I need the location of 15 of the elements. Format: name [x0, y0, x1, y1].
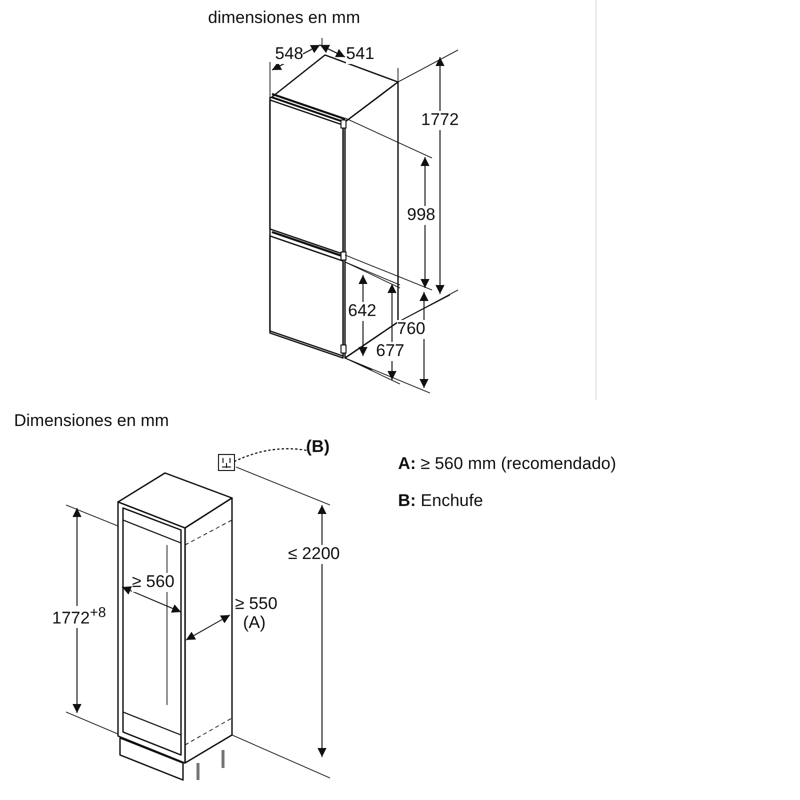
- legend-note: A: ≥ 560 mm (recomendado): [398, 455, 616, 474]
- dimension-label: 1772$^{+8}$: [52, 606, 106, 628]
- dimension-label: 760: [397, 320, 426, 339]
- dimension-label: 541: [346, 45, 374, 64]
- dimension-label: 1772: [421, 111, 459, 130]
- dimension-label: 677: [376, 342, 404, 361]
- leader-line: [234, 448, 307, 462]
- dimension-label: ≤ 2200: [288, 545, 340, 564]
- dimension-label: ≥ 560: [132, 573, 174, 592]
- callout-letter: (B): [306, 437, 336, 459]
- dimension-label: 998: [407, 206, 436, 225]
- dimension-label: 642: [348, 302, 376, 321]
- dimension-label: 548: [275, 45, 304, 64]
- dimension-label: (A): [243, 614, 266, 633]
- socket-icon: [218, 454, 235, 471]
